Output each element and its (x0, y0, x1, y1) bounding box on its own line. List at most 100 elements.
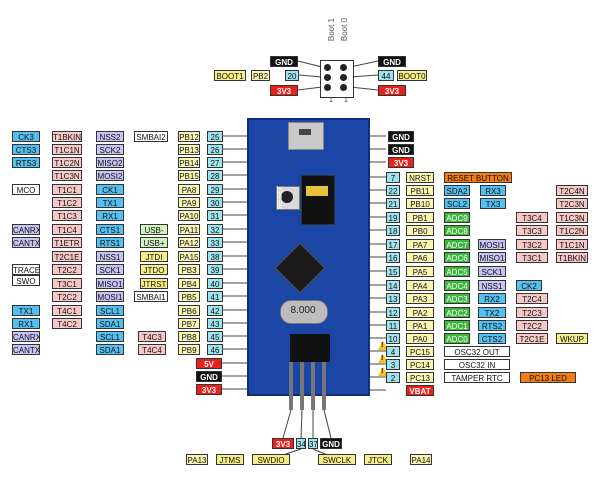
pin-label-sda1: SDA1 (96, 318, 124, 329)
pin-label-cts1: CTS1 (96, 224, 124, 235)
pin-label-osc32-in: OSC32 IN (444, 359, 510, 370)
pin-label-t3c1: T3C1 (516, 252, 548, 263)
pin-label-tx1: TX1 (96, 197, 124, 208)
pin-label-t1c3n: T1C3N (556, 212, 588, 223)
pin-label-cantx: CANTX (12, 237, 40, 248)
pin-label-rx1: RX1 (12, 318, 40, 329)
pin-label-10: 10 (386, 333, 400, 344)
pin-label-pb7: PB7 (178, 318, 200, 329)
pin-label-42: 42 (207, 305, 223, 316)
pin-label-pb0: PB0 (406, 225, 434, 236)
pin-label-38: 38 (207, 251, 223, 262)
pin-label-pb12: PB12 (178, 131, 200, 142)
reset-button-cap[interactable] (281, 191, 293, 203)
pin-label-t1c3n: T1C3N (52, 170, 82, 181)
pin-label-t1c2: T1C2 (52, 197, 82, 208)
crystal-frequency-label: 8.000 (290, 305, 316, 316)
pin-label-scl1: SCL1 (96, 331, 124, 342)
pin-label-pc14: PC14 (406, 359, 434, 370)
pin-label-31: 31 (207, 210, 223, 221)
pin-label-rx1: RX1 (96, 210, 124, 221)
pin-label-3v3: 3V3 (270, 85, 298, 96)
pin-label-15: 15 (386, 266, 400, 277)
pin-label-45: 45 (207, 331, 223, 342)
pin-label-adc6: ADC6 (444, 252, 470, 263)
pin-label-t2c1e: T2C1E (516, 333, 548, 344)
pin-label-miso1: MISO1 (96, 278, 124, 289)
pin-label-miso2: MISO2 (96, 157, 124, 168)
pin-label-pc15: PC15 (406, 346, 434, 357)
bottom-pa13-connector (300, 409, 303, 439)
pin-label-tx1: TX1 (12, 305, 40, 316)
pin-label-28: 28 (207, 170, 223, 181)
pin-label-pa14: PA14 (410, 454, 432, 465)
pin-label-18: 18 (386, 225, 400, 236)
pin-label-13: 13 (386, 293, 400, 304)
pin-label-29: 29 (207, 184, 223, 195)
pin-label-trace: TRACE (12, 264, 40, 275)
reset-silkscreen: RESET (277, 185, 284, 209)
pin-label-adc0: ADC0 (444, 333, 470, 344)
pin-label-t1c4: T1C4 (52, 224, 82, 235)
pin-label-16: 16 (386, 252, 400, 263)
pin-label-tamper-rtc: TAMPER RTC (444, 372, 510, 383)
pin-label-26: 26 (207, 144, 223, 155)
bottom-3v3-connector (282, 409, 292, 439)
pin-label-32: 32 (207, 224, 223, 235)
boot0-jumper-number: 1 (344, 97, 348, 104)
top-3v3-connector (349, 86, 379, 91)
pin-label-pb13: PB13 (178, 144, 200, 155)
pin-label-adc7: ADC7 (444, 239, 470, 250)
pin-label-pa10: PA10 (178, 210, 200, 221)
pin-label-44: 44 (378, 70, 394, 81)
boot1-jumper-number: 1 (329, 97, 333, 104)
pin-label-t1bkin: T1BKIN (52, 131, 82, 142)
usb-port (299, 129, 311, 135)
pin-label-t2c2: T2C2 (52, 291, 82, 302)
pin-label-27: 27 (207, 157, 223, 168)
pin-label-boot0: BOOT0 (397, 70, 427, 81)
boot0-jumper-caption: Boot 0 (340, 18, 349, 42)
pin-label-pb8: PB8 (178, 331, 200, 342)
pin-label-adc5: ADC5 (444, 266, 470, 277)
pin-label-mosi2: MOSI2 (96, 170, 124, 181)
pin-label-pb11: PB11 (406, 185, 434, 196)
top-pb0-connector (349, 74, 379, 78)
warning-icon: ! (378, 341, 388, 350)
pin-label-12: 12 (386, 307, 400, 318)
pin-label-30: 30 (207, 197, 223, 208)
pin-label-t1c3: T1C3 (52, 210, 82, 221)
pin-label-nss2: NSS2 (96, 131, 124, 142)
pin-label-pa5: PA5 (406, 266, 434, 277)
swd-pin (322, 362, 326, 410)
pin-label-adc1: ADC1 (444, 320, 470, 331)
top-gnd-connector (349, 60, 379, 68)
pin-label-20: 20 (285, 70, 299, 81)
pin-label-19: 19 (386, 212, 400, 223)
pin-label-gnd: GND (196, 371, 222, 382)
pin-label-pa0: PA0 (406, 333, 434, 344)
pin-label-vbat: VBAT (406, 385, 434, 396)
pin-label-t1c2n: T1C2N (556, 225, 588, 236)
swd-pin (289, 362, 293, 410)
pin-label-2: 2 (386, 372, 400, 383)
pin-label-t1c1n: T1C1N (52, 144, 82, 155)
pin-label-t1c1n: T1C1N (556, 239, 588, 250)
pin-label-t2c4n: T2C4N (556, 185, 588, 196)
pin-label-40: 40 (207, 278, 223, 289)
top-pb2-connector (298, 74, 323, 78)
jumper-pin (324, 64, 331, 71)
pin-label-canrx: CANRX (12, 224, 40, 235)
jumper-pin (340, 84, 347, 91)
pin-label-t3c2: T3C2 (516, 239, 548, 250)
pin-label-smbai1: SMBAI1 (134, 291, 168, 302)
pin-label-t4c4: T4C4 (138, 344, 166, 355)
pin-label-t2c2: T2C2 (52, 264, 82, 275)
pin-label-smbai2: SMBAI2 (134, 131, 168, 142)
pin-label-pa3: PA3 (406, 293, 434, 304)
voltage-regulator (290, 334, 330, 362)
pin-label-tx2: TX2 (478, 307, 506, 318)
pin-label-3v3: 3V3 (388, 157, 414, 168)
jumper-pin (340, 64, 347, 71)
